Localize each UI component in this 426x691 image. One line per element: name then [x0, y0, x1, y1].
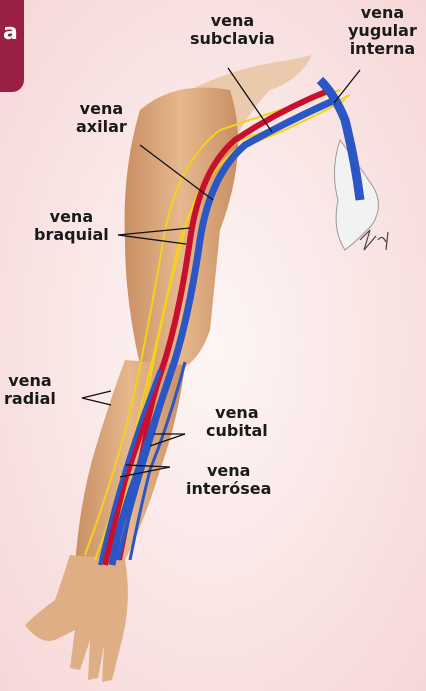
- label-vena-yugular-interna: vena yugular interna: [348, 4, 417, 58]
- label-vena-axilar: vena axilar: [76, 100, 127, 136]
- badge-letter: a: [3, 20, 18, 45]
- label-vena-subclavia: vena subclavia: [190, 12, 275, 48]
- label-vena-braquial: vena braquial: [34, 208, 109, 244]
- label-vena-cubital: vena cubital: [206, 404, 268, 440]
- label-vena-interosea: vena interósea: [186, 462, 271, 498]
- section-badge: a: [0, 0, 24, 92]
- label-vena-radial: vena radial: [4, 372, 56, 408]
